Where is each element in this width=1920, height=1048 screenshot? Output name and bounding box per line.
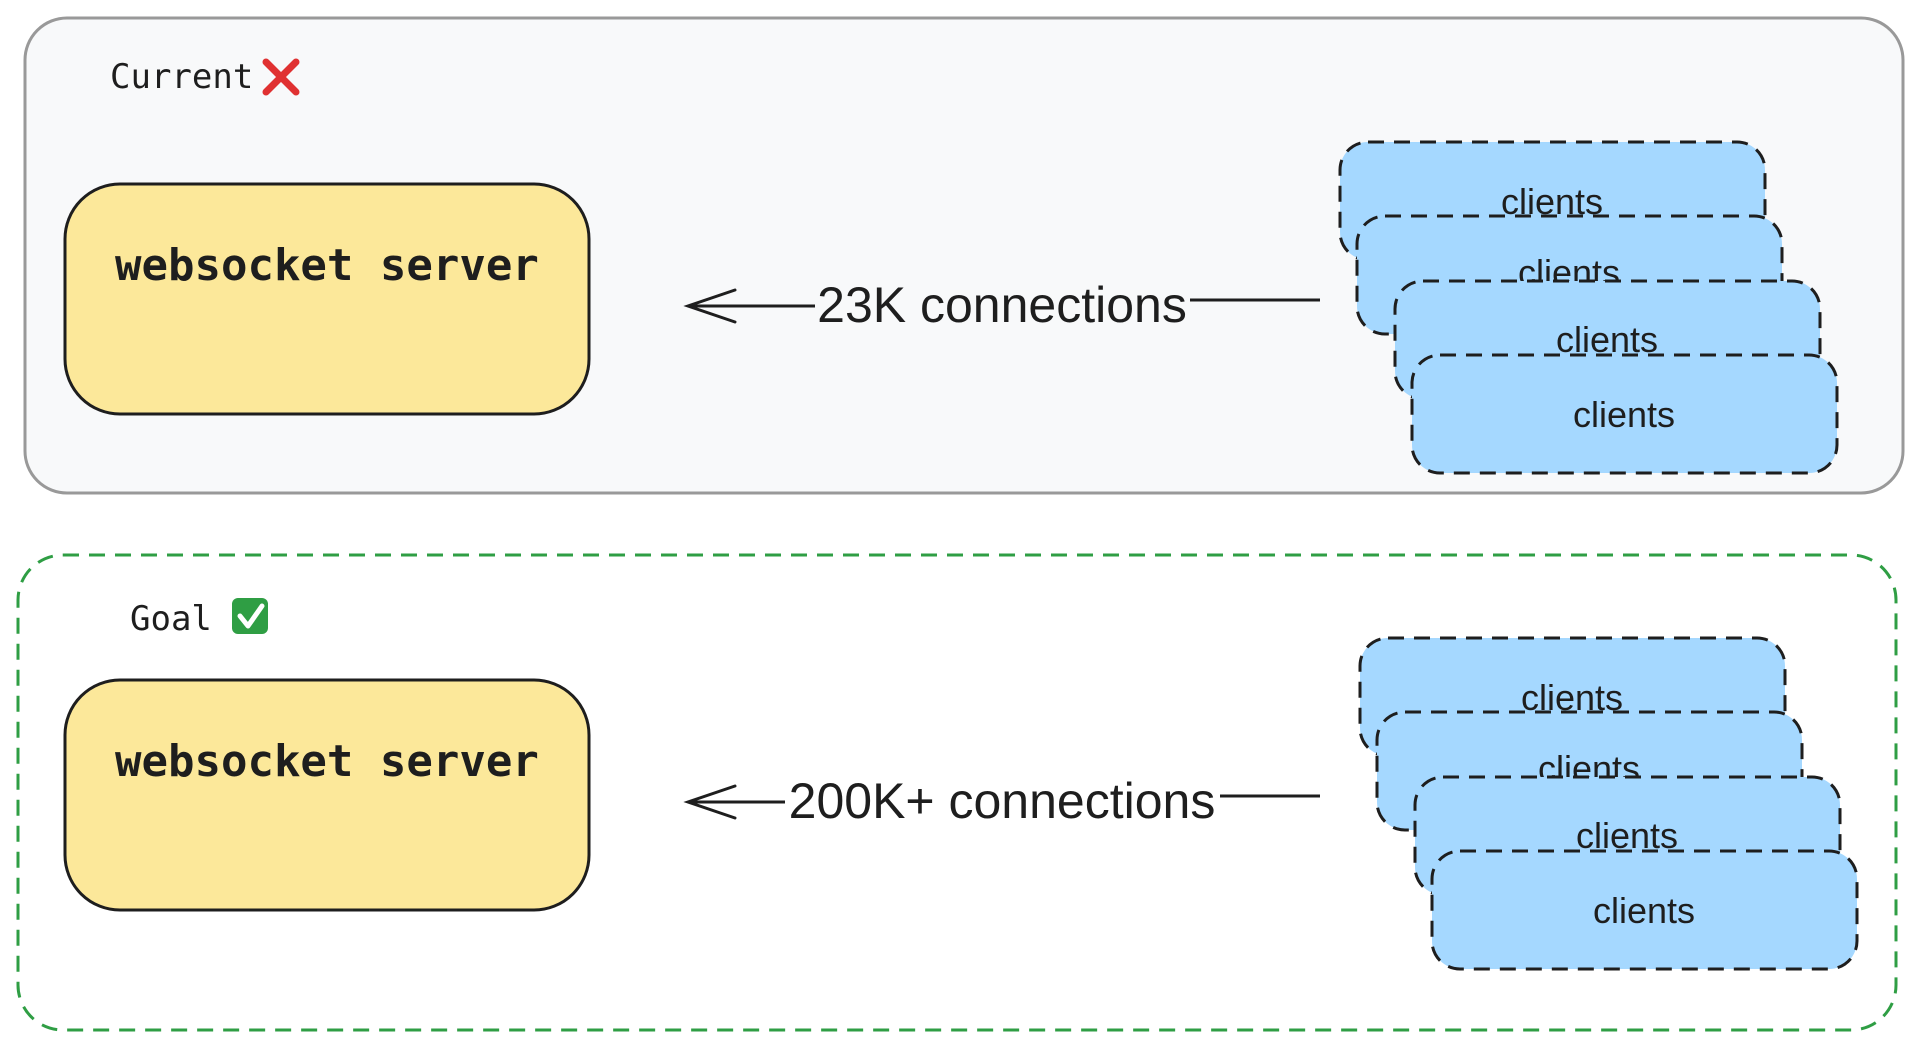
cross-mark-icon: [262, 58, 300, 96]
goal-server-box: websocket server: [63, 678, 591, 912]
goal-section: Goal websocket server 200K+ connections …: [16, 553, 1898, 1032]
current-title: Current: [110, 57, 253, 97]
goal-clients-stack: clients clients clients clients: [1358, 636, 1859, 971]
arrowhead-icon: [683, 784, 737, 820]
current-clients-stack: clients clients clients clients: [1338, 140, 1839, 475]
current-section: Current websocket server 23K connections…: [23, 16, 1905, 495]
client-box: clients: [1410, 353, 1839, 475]
goal-connections-label: 200K+ connections: [789, 773, 1216, 829]
arrowhead-icon: [683, 288, 737, 324]
current-server-label: websocket server: [115, 240, 539, 291]
client-label: clients: [1556, 319, 1658, 360]
client-box: clients: [1430, 849, 1859, 971]
client-label: clients: [1593, 890, 1695, 931]
current-server-box: websocket server: [63, 182, 591, 416]
client-label: clients: [1576, 815, 1678, 856]
check-mark-button-icon: [232, 598, 268, 634]
current-connections-label: 23K connections: [817, 277, 1187, 333]
current-connections-arrow: 23K connections: [683, 277, 1320, 333]
goal-server-label: websocket server: [115, 736, 539, 787]
goal-title: Goal: [130, 599, 212, 639]
goal-connections-arrow: 200K+ connections: [683, 773, 1320, 829]
client-label: clients: [1573, 394, 1675, 435]
